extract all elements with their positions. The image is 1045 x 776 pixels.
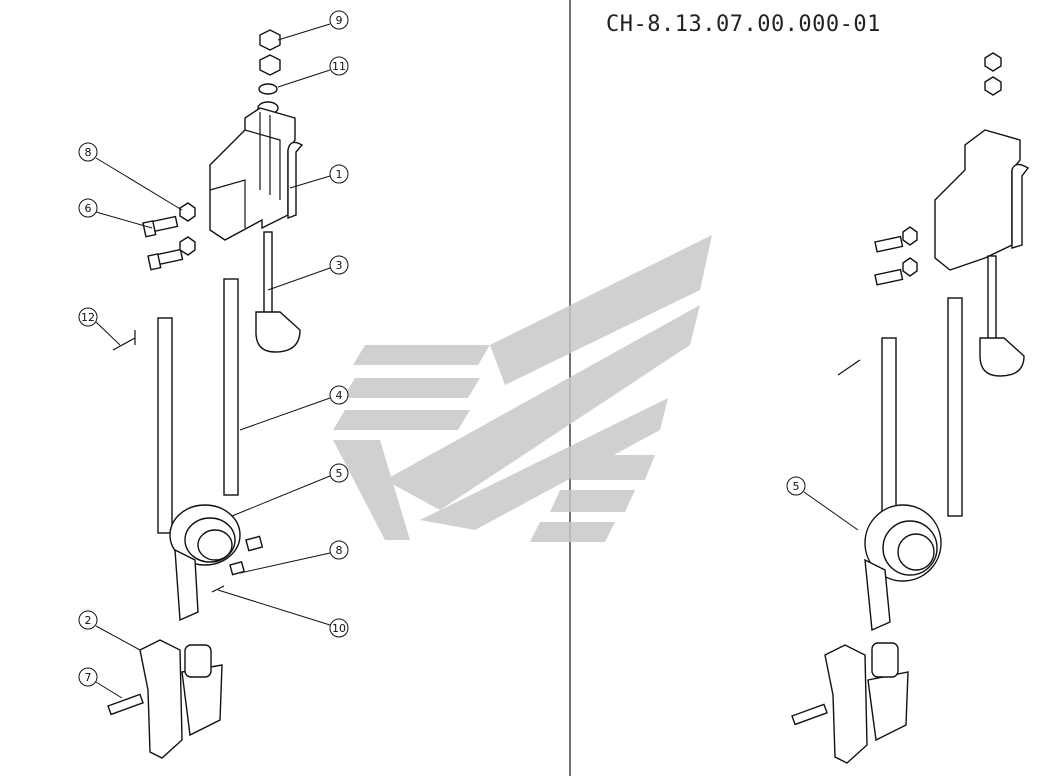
- bracket-detail: [209, 112, 281, 228]
- right-nut-2: [984, 76, 1002, 96]
- callout-8: 8: [78, 142, 98, 162]
- right-shank-bolt: [791, 703, 828, 726]
- callout-7: 7: [78, 667, 98, 687]
- callout-11: 11: [329, 56, 349, 76]
- callout-label: 4: [336, 389, 343, 402]
- callout-9: 9: [329, 10, 349, 30]
- bar-long: [157, 317, 173, 534]
- callout-6: 6: [78, 198, 98, 218]
- callout-label: 6: [85, 202, 92, 215]
- exploded-view: [107, 29, 304, 759]
- watermark-logo: [333, 235, 712, 542]
- callout-label: 3: [336, 259, 343, 272]
- callout-label: 5: [336, 467, 343, 480]
- callout-label: 7: [85, 671, 92, 684]
- spacer-sleeve: [245, 535, 264, 552]
- callout-12: 12: [78, 307, 98, 327]
- callout-label: 9: [336, 14, 343, 27]
- spring-pin: [211, 585, 225, 593]
- drawing-title: CH-8.13.07.00.000-01: [606, 12, 881, 37]
- callout-10: 10: [329, 618, 349, 638]
- right-bar-short: [947, 297, 963, 517]
- callout-label: 11: [332, 60, 346, 73]
- bracket-hook: [287, 141, 304, 220]
- callouts: 9 11 1 8 6 3 12 4 5 8 10 2 7 5: [78, 10, 806, 687]
- shank-sleeve: [184, 644, 212, 678]
- bracket: [209, 107, 296, 241]
- side-nut-2: [179, 236, 196, 256]
- callout-label: 12: [81, 311, 95, 324]
- washer: [258, 83, 278, 95]
- right-bolt-pair: [874, 226, 918, 286]
- assembled-view: [791, 52, 1030, 764]
- callout-5: 5: [329, 463, 349, 483]
- right-shank-sleeve: [871, 642, 899, 678]
- right-hook-rod: [987, 255, 997, 342]
- coil-spring: [169, 504, 241, 622]
- right-shank-plate: [867, 671, 909, 742]
- leader-lines: [95, 23, 859, 699]
- small-nut: [229, 561, 246, 576]
- lower-nut: [259, 54, 281, 76]
- shank-body: [139, 639, 183, 759]
- bolt-pair: [142, 215, 184, 271]
- callout-label: 2: [85, 614, 92, 627]
- callout-label: 5: [793, 480, 800, 493]
- callout-label: 8: [85, 146, 92, 159]
- hook-rod: [263, 231, 273, 318]
- callout-3: 3: [329, 255, 349, 275]
- callout-label: 8: [336, 544, 343, 557]
- callout-4: 4: [329, 385, 349, 405]
- top-nut: [259, 29, 281, 51]
- callout-8b: 8: [329, 540, 349, 560]
- right-hook-end: [979, 337, 1025, 377]
- shank-bolt: [107, 693, 144, 716]
- right-bracket-hook: [1011, 163, 1030, 249]
- hook-rod-end: [255, 311, 301, 353]
- callout-label: 10: [332, 622, 346, 635]
- cotter-pin: [112, 337, 136, 351]
- bar-short: [223, 278, 239, 496]
- callout-1: 1: [329, 164, 349, 184]
- side-nut-1: [179, 202, 196, 222]
- callout-5-right: 5: [786, 476, 806, 496]
- right-bracket: [934, 129, 1021, 271]
- callout-label: 1: [336, 168, 343, 181]
- right-shank-body: [824, 644, 868, 764]
- right-nut-1: [984, 52, 1002, 72]
- callout-2: 2: [78, 610, 98, 630]
- right-cotter-pin: [837, 359, 861, 376]
- right-coil-spring: [864, 504, 942, 632]
